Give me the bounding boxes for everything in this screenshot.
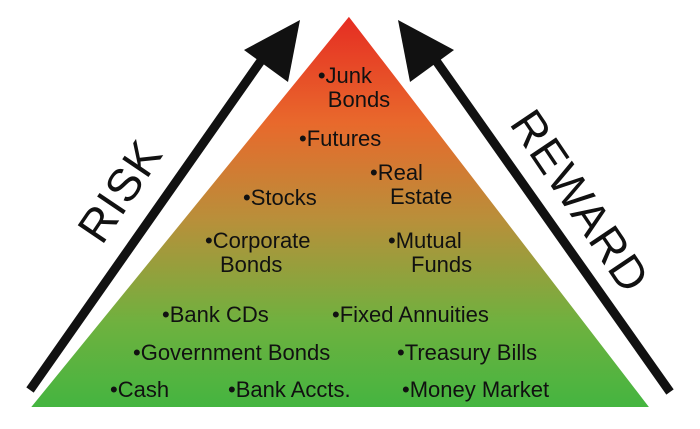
item-futures: •Futures: [299, 126, 381, 151]
item-real-estate: •Real Estate: [370, 160, 452, 209]
item-fixed-annuities: •Fixed Annuities: [332, 302, 489, 327]
item-government-bonds: •Government Bonds: [133, 340, 330, 365]
risk-arrow: [26, 20, 300, 393]
item-money-market: •Money Market: [402, 377, 549, 402]
item-mutual-funds: •Mutual Funds: [388, 228, 472, 277]
item-treasury-bills: •Treasury Bills: [397, 340, 537, 365]
risk-label: RISK: [67, 130, 172, 251]
pyramid-triangle: [22, 9, 658, 413]
item-corporate-bonds: •Corporate Bonds: [205, 228, 317, 277]
reward-arrow: [398, 20, 674, 395]
item-bank-cds: •Bank CDs: [162, 302, 269, 327]
item-stocks: •Stocks: [243, 185, 317, 210]
item-bank-accts: •Bank Accts.: [228, 377, 351, 402]
item-junk-bonds: •Junk Bonds: [318, 63, 390, 112]
item-cash: •Cash: [110, 377, 169, 402]
